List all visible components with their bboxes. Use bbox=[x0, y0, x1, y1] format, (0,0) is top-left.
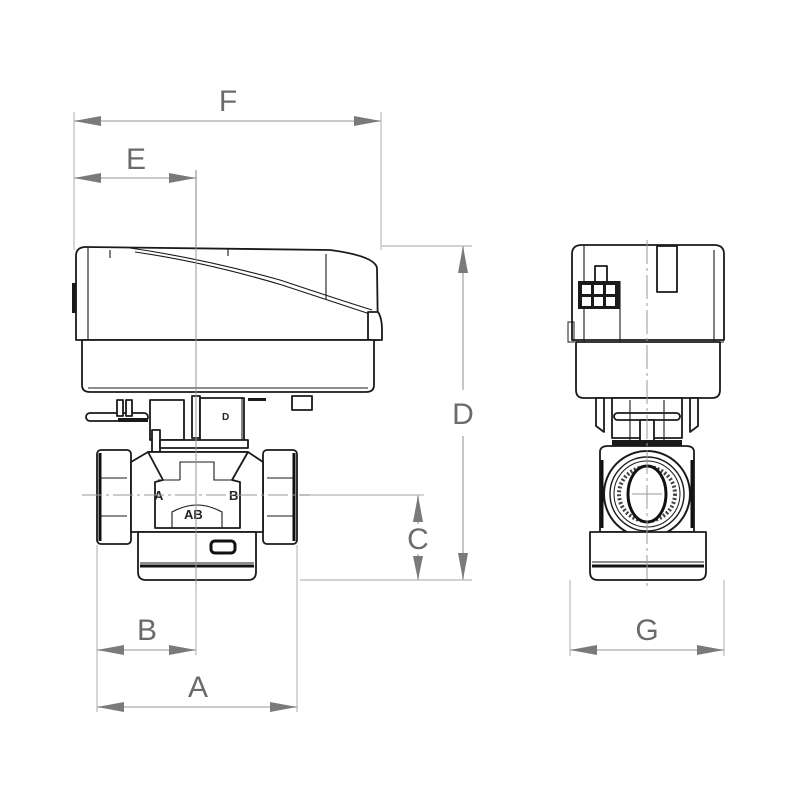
dimension-e: E bbox=[74, 143, 197, 250]
valve-body: A B AB bbox=[96, 449, 298, 581]
dimension-d: D bbox=[300, 245, 474, 581]
dimension-a: A bbox=[97, 545, 298, 712]
dimension-label-c: C bbox=[407, 523, 429, 556]
port-label-b: B bbox=[229, 488, 238, 503]
dimension-g: G bbox=[569, 580, 725, 656]
dimension-b: B bbox=[96, 545, 197, 712]
dimension-label-f: F bbox=[219, 85, 237, 118]
side-actuator-housing bbox=[567, 244, 725, 399]
dimension-label-d: D bbox=[452, 398, 474, 431]
actuator-housing bbox=[72, 246, 383, 393]
dimension-c: C bbox=[300, 494, 432, 580]
dimension-label-a: A bbox=[188, 671, 208, 704]
dimension-label-g: G bbox=[635, 614, 658, 647]
port-label-ab: AB bbox=[184, 507, 203, 522]
dimension-f: F bbox=[73, 85, 382, 250]
side-valve-body bbox=[589, 445, 707, 581]
dimension-label-e: E bbox=[126, 143, 146, 176]
front-view: D A B AB bbox=[72, 170, 383, 585]
dimension-label-b: B bbox=[137, 614, 157, 647]
side-view bbox=[567, 240, 725, 590]
svg-text:D: D bbox=[222, 412, 229, 423]
mounting-bracket: D bbox=[85, 395, 313, 453]
